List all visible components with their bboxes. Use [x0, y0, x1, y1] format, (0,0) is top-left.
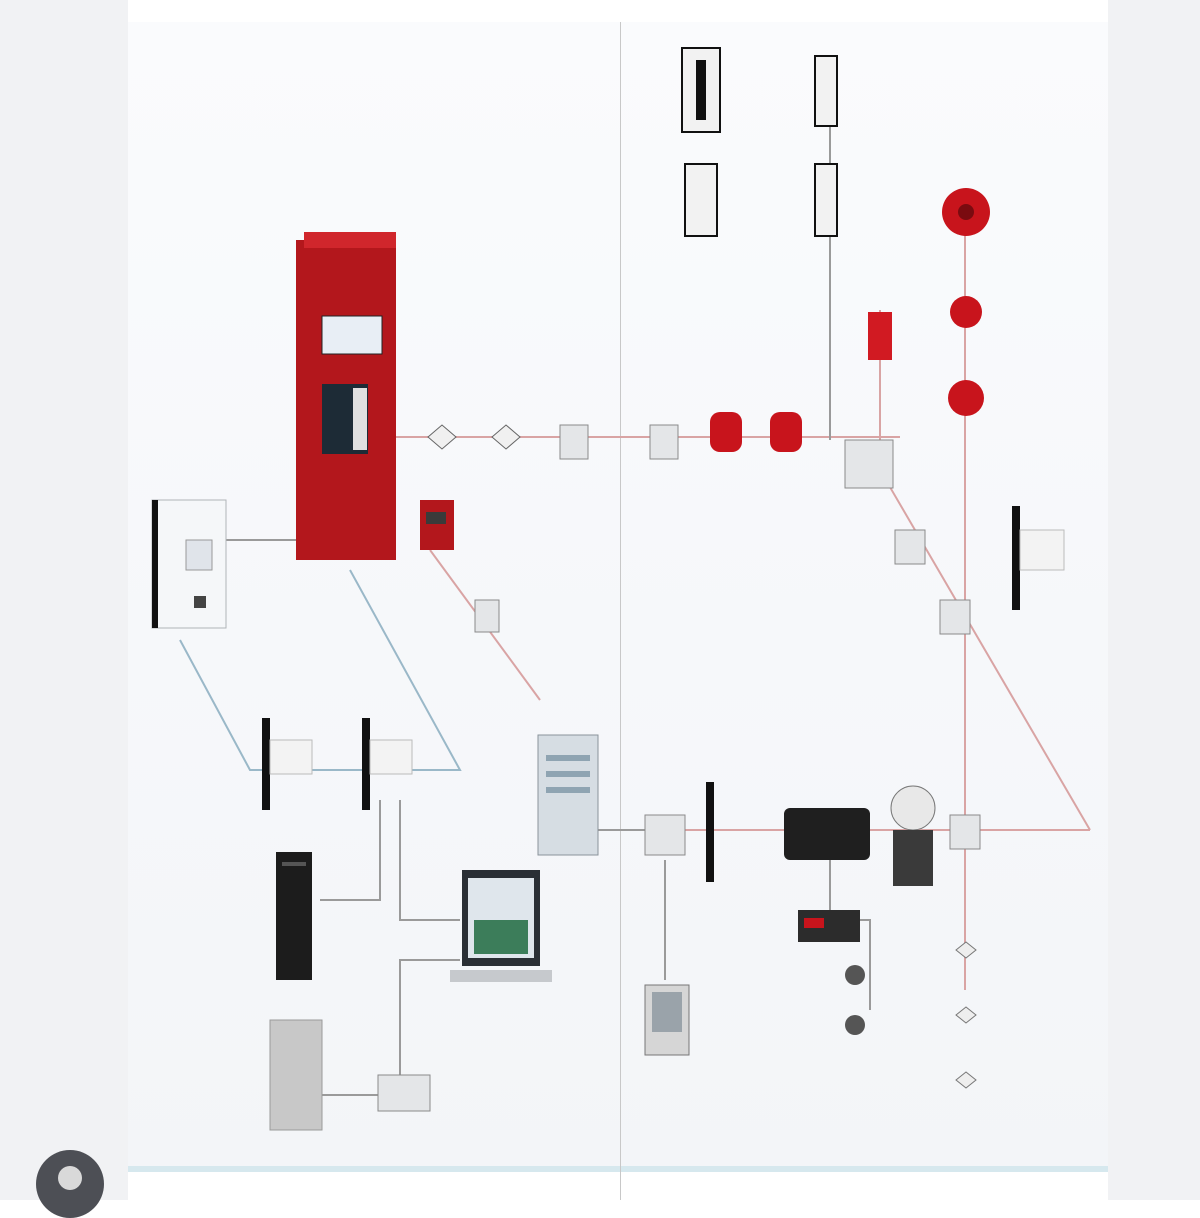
wire-server	[320, 800, 380, 900]
wall-device-icon[interactable]	[956, 1072, 976, 1088]
wire-laptop	[400, 800, 460, 920]
sounder-icon[interactable]	[948, 380, 984, 416]
panel-vertical-icon[interactable]	[706, 782, 714, 882]
amplifier-icon[interactable]	[798, 910, 860, 942]
speaker-icon[interactable]	[845, 1015, 865, 1035]
interface-module-icon[interactable]	[845, 440, 893, 488]
wall-device-icon[interactable]	[956, 942, 976, 958]
monitor-icon[interactable]	[645, 985, 689, 1055]
interface-module-icon[interactable]	[650, 425, 678, 459]
repeater-panel-icon[interactable]	[420, 500, 454, 550]
network-switch-icon[interactable]	[538, 735, 598, 855]
interface-module-icon[interactable]	[560, 425, 588, 459]
manual-call-point-icon[interactable]	[710, 412, 742, 452]
gear-icon	[58, 1166, 82, 1190]
dvr-recorder-icon[interactable]	[784, 808, 870, 860]
interface-module-icon[interactable]	[895, 530, 925, 564]
laptop-icon[interactable]	[450, 870, 552, 982]
sub-panel-icon[interactable]	[1012, 506, 1064, 610]
sounder-icon[interactable]	[942, 188, 990, 236]
door-holder-icon[interactable]	[685, 164, 717, 236]
network-panel-b[interactable]	[362, 718, 412, 810]
network-panel-a[interactable]	[262, 718, 312, 810]
smoke-detector-icon[interactable]	[428, 425, 456, 449]
door-holder-icon[interactable]	[682, 48, 720, 132]
interface-module-icon[interactable]	[378, 1075, 430, 1111]
door-holder-icon[interactable]	[815, 164, 837, 236]
heat-detector-icon[interactable]	[492, 425, 520, 449]
fire-alarm-control-panel-icon[interactable]	[296, 232, 396, 560]
door-holder-icon[interactable]	[815, 56, 837, 126]
graphics-workstation-icon[interactable]	[152, 500, 226, 628]
wall-device-icon[interactable]	[956, 1007, 976, 1023]
server-tower-icon[interactable]	[276, 852, 312, 980]
settings-button[interactable]	[36, 1150, 104, 1218]
interface-module-icon[interactable]	[940, 600, 970, 634]
loop-line-diag-2	[880, 470, 1090, 830]
interface-module-icon[interactable]	[950, 815, 980, 849]
manual-call-point-icon[interactable]	[770, 412, 802, 452]
sounder-icon[interactable]	[950, 296, 982, 328]
interface-module-icon[interactable]	[475, 600, 499, 632]
ups-battery-icon[interactable]	[270, 1020, 322, 1130]
dome-camera-icon[interactable]	[891, 786, 935, 886]
speaker-icon[interactable]	[845, 965, 865, 985]
interface-module-icon[interactable]	[645, 815, 685, 855]
beacon-icon[interactable]	[868, 312, 892, 360]
